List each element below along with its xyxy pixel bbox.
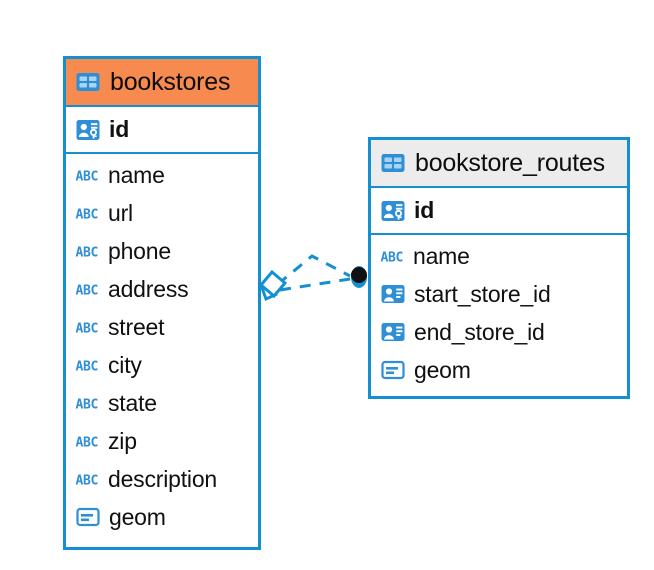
field-row-city[interactable]: ABC city <box>66 346 258 384</box>
primary-key-icon <box>75 117 101 143</box>
entity-bookstore-routes[interactable]: bookstore_routes id <box>368 137 630 399</box>
abc-text-icon: ABC <box>75 356 100 375</box>
field-label: address <box>108 275 189 302</box>
filled-circle-marker <box>351 266 367 288</box>
field-row-geom[interactable]: geom <box>66 498 258 536</box>
field-label: id <box>109 116 130 142</box>
table-icon <box>75 69 101 95</box>
field-label: geom <box>109 503 166 530</box>
field-row-zip[interactable]: ABC zip <box>66 422 258 460</box>
svg-text:ABC: ABC <box>76 207 99 222</box>
abc-text-icon: ABC <box>75 432 100 451</box>
abc-text-icon: ABC <box>75 242 100 261</box>
fields-section: ABC name ABC url ABC <box>66 154 258 540</box>
field-row-state[interactable]: ABC state <box>66 384 258 422</box>
geometry-icon <box>380 357 406 383</box>
abc-text-icon: ABC <box>75 204 100 223</box>
primary-key-icon <box>380 198 406 224</box>
svg-text:ABC: ABC <box>76 359 99 374</box>
field-row-id[interactable]: id <box>371 188 627 233</box>
field-row-end-store-id[interactable]: end_store_id <box>371 313 627 351</box>
field-label: start_store_id <box>414 280 551 307</box>
field-label: state <box>108 389 157 416</box>
field-row-geom[interactable]: geom <box>371 351 627 389</box>
entity-header[interactable]: bookstore_routes <box>371 140 627 188</box>
svg-text:ABC: ABC <box>76 245 99 260</box>
svg-text:ABC: ABC <box>76 397 99 412</box>
abc-text-icon: ABC <box>75 280 100 299</box>
field-row-url[interactable]: ABC url <box>66 194 258 232</box>
field-label: id <box>414 197 435 223</box>
abc-text-icon: ABC <box>75 470 100 489</box>
field-label: description <box>108 465 218 492</box>
relationship-line-upper <box>277 254 351 286</box>
abc-text-icon: ABC <box>75 166 100 185</box>
svg-text:ABC: ABC <box>381 250 404 265</box>
abc-text-icon: ABC <box>75 318 100 337</box>
geometry-icon <box>75 504 101 530</box>
field-row-name[interactable]: ABC name <box>66 156 258 194</box>
entity-title: bookstores <box>110 67 231 96</box>
relationship-line-lower <box>279 277 351 292</box>
field-label: name <box>413 242 470 269</box>
svg-text:ABC: ABC <box>76 283 99 298</box>
field-label: city <box>108 351 142 378</box>
abc-text-icon: ABC <box>75 394 100 413</box>
entity-header[interactable]: bookstores <box>66 59 258 107</box>
primary-key-section: id <box>371 188 627 235</box>
field-label: geom <box>414 356 471 383</box>
field-row-street[interactable]: ABC street <box>66 308 258 346</box>
fields-section: ABC name start_store_id <box>371 235 627 393</box>
field-label: name <box>108 161 165 188</box>
field-row-name[interactable]: ABC name <box>371 237 627 275</box>
field-row-description[interactable]: ABC description <box>66 460 258 498</box>
svg-text:ABC: ABC <box>76 473 99 488</box>
field-row-address[interactable]: ABC address <box>66 270 258 308</box>
field-label: url <box>108 199 133 226</box>
entity-bookstores[interactable]: bookstores id <box>63 56 261 550</box>
field-row-id[interactable]: id <box>66 107 258 152</box>
diamond-marker <box>258 269 288 302</box>
foreign-key-icon <box>380 319 406 345</box>
foreign-key-icon <box>380 281 406 307</box>
svg-text:ABC: ABC <box>76 169 99 184</box>
field-label: phone <box>108 237 171 264</box>
field-row-phone[interactable]: ABC phone <box>66 232 258 270</box>
field-label: zip <box>108 427 137 454</box>
field-label: street <box>108 313 165 340</box>
entity-title: bookstore_routes <box>415 148 605 177</box>
field-row-start-store-id[interactable]: start_store_id <box>371 275 627 313</box>
abc-text-icon: ABC <box>380 247 405 266</box>
svg-text:ABC: ABC <box>76 435 99 450</box>
field-label: end_store_id <box>414 318 545 345</box>
primary-key-section: id <box>66 107 258 154</box>
table-icon <box>380 150 406 176</box>
svg-text:ABC: ABC <box>76 321 99 336</box>
